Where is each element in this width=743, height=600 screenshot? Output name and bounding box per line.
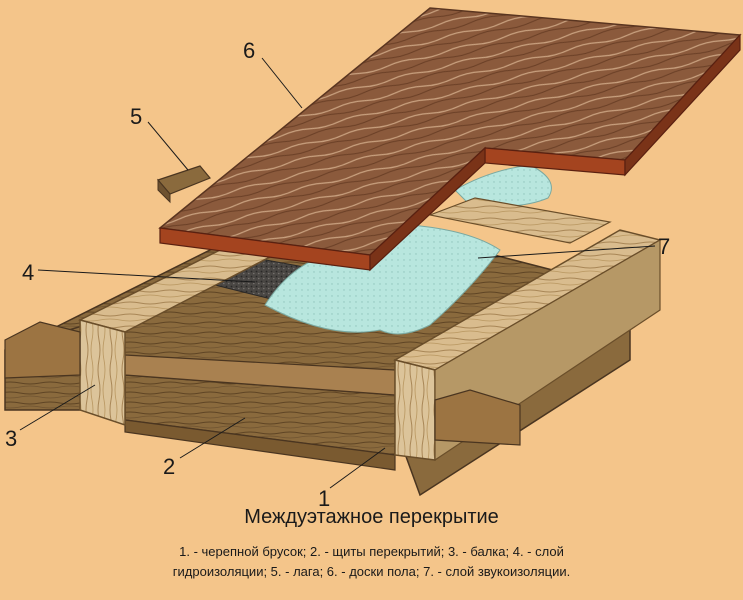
leader-line-4 bbox=[37, 269, 256, 283]
beam-left-front bbox=[79, 319, 126, 427]
joist-top bbox=[427, 197, 612, 244]
callout-5: 5 bbox=[130, 104, 142, 129]
leader-line-3 bbox=[19, 384, 96, 431]
callout-4: 4 bbox=[22, 260, 34, 285]
side-block-right bbox=[434, 389, 521, 446]
legend-line: 1. - черепной брусок; 2. - щиты перекрыт… bbox=[179, 544, 564, 559]
leader-line-7 bbox=[477, 245, 656, 259]
floor-boards-edge-inner bbox=[369, 146, 486, 272]
leader-line-6 bbox=[261, 57, 303, 109]
beam-right-front bbox=[394, 359, 436, 461]
diagram-legend: 1. - черепной брусок; 2. - щиты перекрыт… bbox=[100, 542, 643, 582]
callout-1: 1 bbox=[318, 486, 330, 511]
legend-line: гидроизоляции; 5. - лага; 6. - доски пол… bbox=[172, 564, 571, 579]
floor-boards-edge-right bbox=[624, 33, 741, 177]
diagram-title: Междуэтажное перекрытие bbox=[244, 506, 499, 528]
leader-line-2 bbox=[179, 417, 246, 459]
leader-line-1 bbox=[329, 447, 386, 489]
leader-line-5 bbox=[147, 121, 189, 171]
callout-7: 7 bbox=[658, 234, 670, 259]
callout-3: 3 bbox=[5, 426, 17, 451]
callout-2: 2 bbox=[163, 454, 175, 479]
joist-end-face bbox=[157, 178, 171, 204]
side-block-left bbox=[4, 321, 81, 379]
cranial-bar bbox=[124, 419, 396, 471]
callout-6: 6 bbox=[243, 38, 255, 63]
